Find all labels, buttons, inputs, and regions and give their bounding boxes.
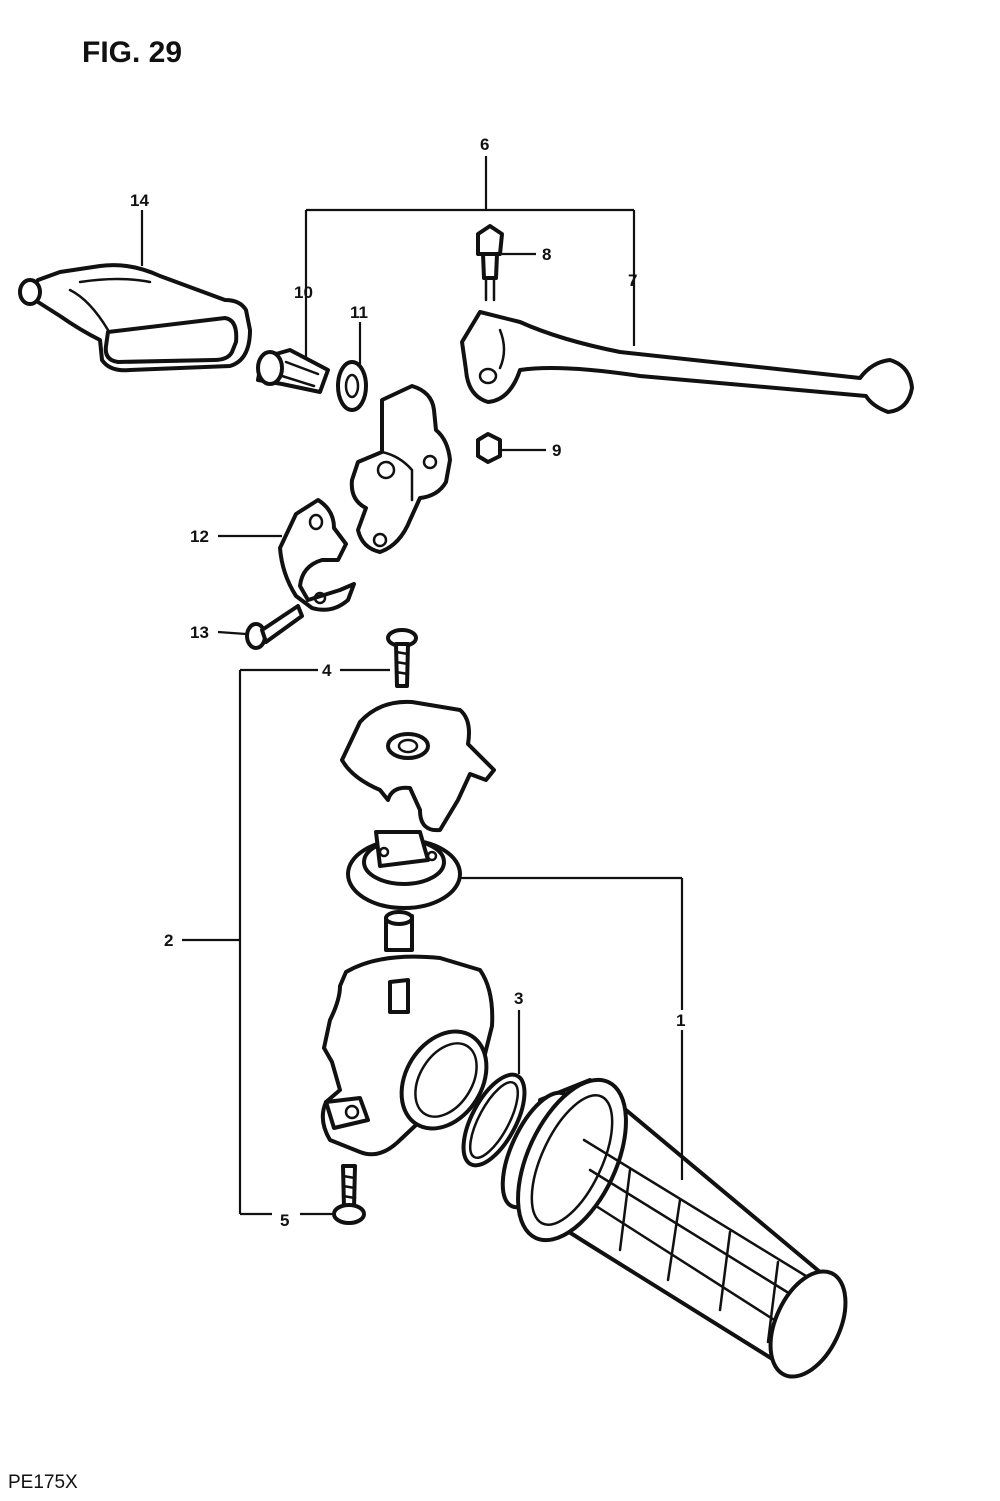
part-8-pivot-bolt (476, 224, 504, 302)
callout-11: 11 (350, 303, 368, 322)
throttle-grip (500, 1077, 848, 1379)
part-5-screw (332, 1164, 366, 1225)
part-4-screw (386, 628, 418, 688)
model-code: PE175X (8, 1472, 78, 1493)
part-12-lower-clamp (278, 498, 356, 612)
part-10-adjuster-bolt (256, 348, 330, 394)
callout-6: 6 (480, 135, 489, 154)
callout-12: 12 (190, 527, 209, 546)
switch-housing-lower (320, 910, 495, 1157)
switch-base-ring (346, 830, 462, 910)
figure-title: FIG. 29 (82, 36, 182, 69)
callout-10: 10 (294, 283, 313, 302)
lever-holder-bracket (349, 384, 452, 554)
part-3-ring (461, 1072, 527, 1168)
leader-lines (140, 156, 684, 1216)
part-7-lever (460, 310, 914, 414)
part-9-nut (476, 432, 502, 464)
callout-2: 2 (164, 931, 173, 950)
callout-4: 4 (322, 661, 332, 680)
callout-1: 1 (676, 1011, 685, 1030)
callout-14: 14 (130, 191, 149, 210)
callout-3: 3 (514, 989, 523, 1008)
callout-5: 5 (280, 1211, 289, 1230)
part-14-lever-cover (18, 263, 252, 373)
callout-13: 13 (190, 623, 209, 642)
switch-housing-upper (340, 699, 496, 833)
callout-8: 8 (542, 245, 551, 264)
callout-7: 7 (628, 271, 637, 290)
callout-9: 9 (552, 441, 561, 460)
part-13-clamp-screw (245, 604, 304, 650)
part-11-locknut (336, 360, 368, 412)
